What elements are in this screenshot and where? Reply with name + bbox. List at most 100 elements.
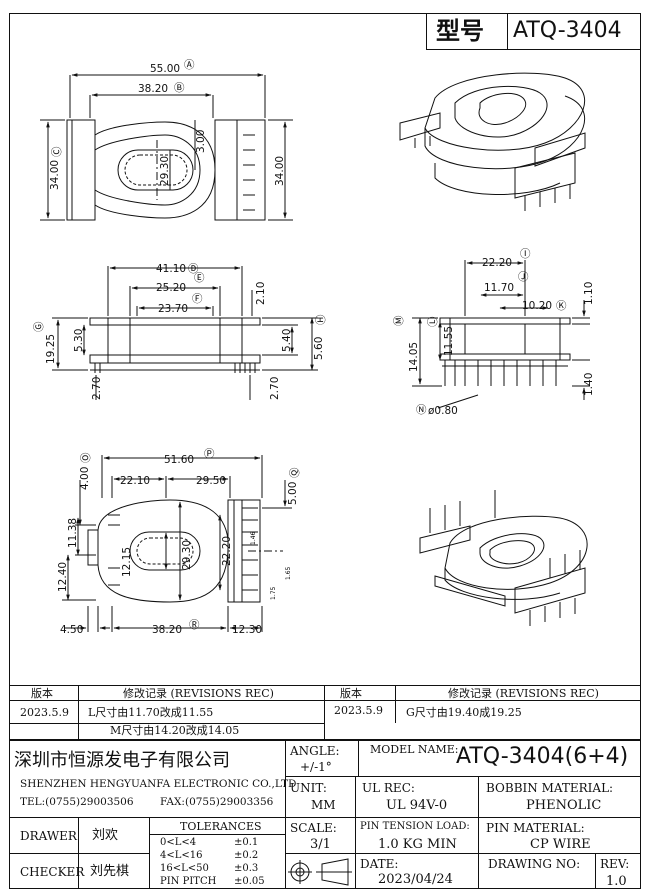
title-block — [9, 740, 641, 889]
label-a: Ⓐ — [184, 59, 195, 71]
rev-left-header-rec: 修改记录 (REVISIONS REC) — [123, 687, 274, 700]
tolerances-label: TOLERANCES — [180, 820, 262, 833]
tb-v-285 — [285, 740, 286, 889]
label-n: Ⓝ — [416, 404, 427, 416]
label-f: Ⓕ — [192, 293, 203, 305]
dim-11-38: 11.38 — [67, 518, 79, 548]
label-e: Ⓔ — [194, 272, 205, 284]
label-p: Ⓟ — [204, 448, 215, 460]
front-view — [52, 266, 318, 400]
dim-1-10: 1.10 — [583, 282, 595, 305]
dim-23-70: 23.70 — [158, 303, 188, 315]
company-name-en: SHENZHEN HENGYUANFA ELECTRONIC CO.,LTD — [20, 778, 297, 790]
dim-55: 55.00 — [150, 63, 180, 75]
dim-1-75: 1.75 — [270, 586, 277, 600]
tb-h-853 — [285, 853, 641, 854]
label-g: Ⓖ — [33, 321, 45, 332]
dim-12-15: 12.15 — [121, 547, 133, 577]
label-c: Ⓒ — [51, 146, 63, 157]
tol-range-1: 0<L<4 — [160, 837, 197, 848]
rev-right-row1-text: G尺寸由19.40成19.25 — [406, 706, 522, 719]
label-j: Ⓙ — [518, 271, 529, 283]
label-o: Ⓞ — [80, 452, 92, 463]
tb-h-776 — [285, 776, 641, 777]
rev-row-line-1 — [9, 700, 641, 701]
dim-5-30: 5.30 — [73, 329, 85, 352]
drawing-no-label: DRAWING NO: — [488, 857, 581, 871]
dim-29-50: 29.50 — [196, 475, 226, 487]
model-header-label: 型号 — [436, 17, 484, 45]
label-d: Ⓓ — [188, 263, 199, 275]
rev-label: REV: — [600, 857, 630, 871]
company-tel: TEL:(0755)29003506 — [20, 796, 134, 808]
model-header-box — [426, 13, 641, 50]
tb-h-tol — [149, 834, 285, 835]
date-label: DATE: — [360, 857, 399, 871]
isometric-view-bottom — [419, 490, 588, 626]
dim-22-20: 22.20 — [482, 257, 512, 269]
tb-v-355 — [355, 776, 356, 889]
rev-row2-text: M尺寸由14.20改成14.05 — [110, 724, 240, 737]
model-name-value: ATQ-3404(6+4) — [456, 744, 629, 769]
dim-5-60: 5.60 — [313, 337, 325, 360]
dim-5-00: 5.00 — [287, 482, 299, 505]
label-m: Ⓜ — [393, 315, 405, 326]
dim-34-right: 34.00 — [274, 156, 286, 186]
dim-38-20-bottom: 38.20 — [152, 624, 182, 636]
rev-col-line-2 — [324, 685, 325, 740]
label-q: Ⓠ — [289, 467, 301, 478]
scale-label: SCALE: — [290, 821, 337, 835]
ul-rec-label: UL REC: — [362, 781, 415, 795]
dim-4-50: 4.50 — [60, 624, 83, 636]
tb-h-817 — [9, 817, 641, 818]
rev-col-line-3 — [395, 685, 396, 723]
bottom-view — [62, 455, 292, 632]
tb-v-78 — [78, 817, 79, 889]
tb-v-358 — [358, 740, 359, 776]
revisions-table — [9, 685, 641, 740]
label-b: Ⓑ — [174, 82, 185, 94]
label-h: Ⓗ — [315, 314, 327, 325]
dim-2-10: 2.10 — [255, 282, 267, 305]
isometric-view-top — [399, 72, 586, 211]
tol-value-4: ±0.05 — [234, 876, 265, 887]
checker-name: 刘先棋 — [90, 864, 130, 879]
label-k: Ⓚ — [556, 300, 567, 312]
dim-29-30-bottom: 29.30 — [181, 540, 193, 570]
unit-label: UNIT: — [290, 781, 327, 795]
dim-2-70-right: 2.70 — [269, 377, 281, 400]
tb-v-149 — [149, 817, 150, 889]
dim-12-30: 12.30 — [232, 624, 262, 636]
rev-col-line-1 — [78, 685, 79, 740]
bobbin-material-value: PHENOLIC — [526, 798, 602, 813]
drawer-label: DRAWER — [20, 829, 77, 843]
tol-value-2: ±0.2 — [234, 850, 259, 861]
company-fax: FAX:(0755)29003356 — [160, 796, 274, 808]
tol-range-3: 16<L<50 — [160, 863, 209, 874]
pin-material-value: CP WIRE — [530, 837, 591, 852]
dim-5-40: 5.40 — [281, 329, 293, 352]
tol-range-4: PIN PITCH — [160, 876, 217, 887]
dim-11-70: 11.70 — [484, 282, 514, 294]
rev-row-line-2 — [9, 723, 325, 724]
pin-tension-label: PIN TENSION LOAD: — [360, 821, 470, 832]
model-header-divider — [507, 13, 508, 50]
model-name-label: MODEL NAME: — [370, 743, 459, 756]
drawer-name: 刘欢 — [92, 828, 119, 843]
company-name-cn: 深圳市恒源发电子有限公司 — [14, 750, 230, 771]
ul-rec-value: UL 94V-0 — [386, 798, 448, 813]
tb-v-595 — [595, 853, 596, 889]
dim-1-65: 1.65 — [285, 566, 292, 580]
tol-value-1: ±0.1 — [234, 837, 259, 848]
dim-4-00: 4.00 — [79, 467, 91, 490]
dim-25-20: 25.20 — [156, 282, 186, 294]
checker-label: CHECKER — [20, 865, 85, 879]
label-l: Ⓛ — [427, 316, 439, 327]
dim-1-40: 1.40 — [583, 373, 595, 396]
rev-row1-version: 2023.5.9 — [20, 706, 69, 719]
rev-right-row1-version: 2023.5.9 — [334, 704, 383, 717]
dim-3: 3.00 — [195, 130, 207, 153]
label-i: Ⓘ — [520, 248, 531, 260]
dim-34-left: 34.00 — [49, 160, 61, 190]
angle-label: ANGLE: — [290, 744, 340, 758]
